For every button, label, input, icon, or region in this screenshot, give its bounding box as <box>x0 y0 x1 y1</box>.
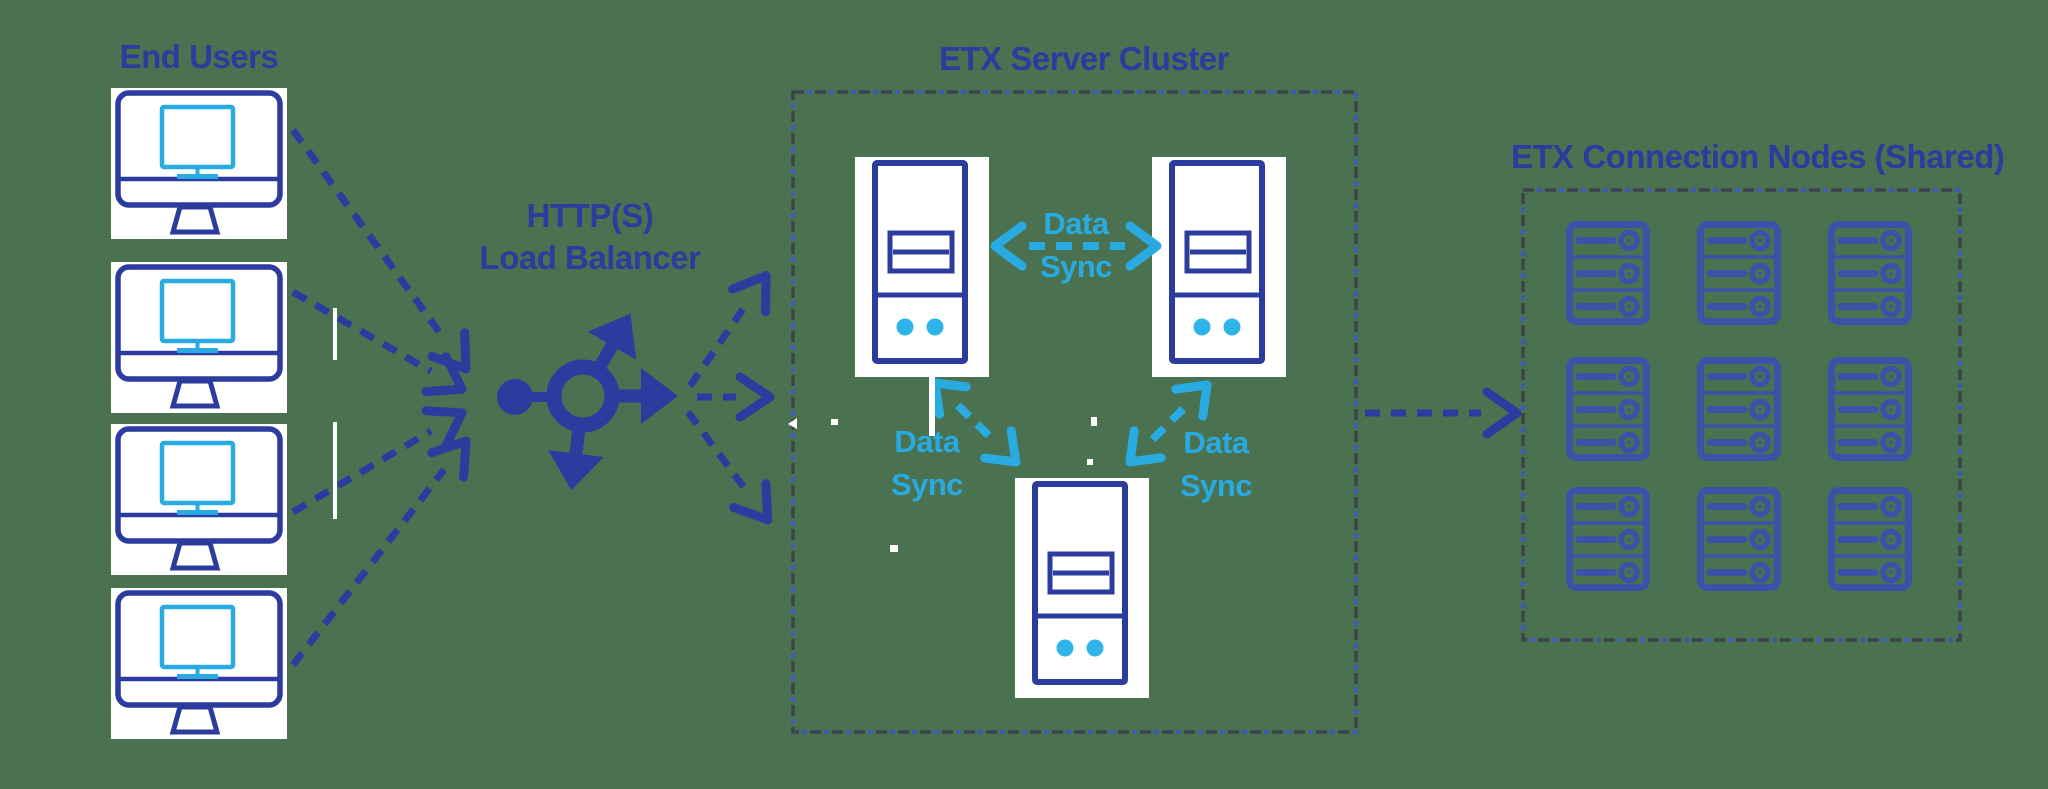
desktop-monitor-icon <box>111 424 287 575</box>
rack-server-icon <box>1701 361 1778 458</box>
tower-server-icon <box>855 157 989 377</box>
data-sync-arrows <box>930 221 1212 467</box>
cluster-to-nodes-arrow <box>1365 387 1522 439</box>
end-user-monitors <box>111 88 287 739</box>
load-balancer-title-line1: HTTP(S) <box>526 197 654 234</box>
data-sync-top-line1: Data <box>1043 206 1109 241</box>
load-balancer-arrows-icon <box>497 313 678 491</box>
tower-server-icon <box>1015 478 1149 698</box>
tower-server-icon <box>1152 157 1286 377</box>
rack-server-icon <box>1701 225 1778 322</box>
server-cluster-title: ETX Server Cluster <box>939 40 1229 77</box>
data-sync-right-line2: Sync <box>1179 468 1253 503</box>
user-to-lb-arrows <box>290 127 471 668</box>
data-sync-right-line1: Data <box>1183 425 1249 460</box>
rack-server-icon <box>1832 225 1909 322</box>
data-sync-label-left: Data Sync <box>847 420 1007 506</box>
data-sync-top-line2: Sync <box>1039 249 1113 284</box>
rack-server-icon <box>1701 491 1778 588</box>
connection-nodes-title: ETX Connection Nodes (Shared) <box>1511 138 2005 175</box>
rack-server-icon <box>1570 225 1647 322</box>
white-artifacts <box>333 308 1097 552</box>
desktop-monitor-icon <box>111 588 287 739</box>
data-sync-left-line1: Data <box>894 424 960 459</box>
connection-nodes-box <box>1521 188 1962 642</box>
end-users-title: End Users <box>119 38 279 75</box>
data-sync-label-top: Data Sync <box>996 202 1156 288</box>
lb-to-cluster-arrows <box>685 271 775 525</box>
load-balancer-title: HTTP(S) Load Balancer <box>440 195 740 279</box>
rack-server-icon <box>1570 361 1647 458</box>
rack-server-icon <box>1570 491 1647 588</box>
desktop-monitor-icon <box>111 88 287 239</box>
connection-node-grid <box>1570 225 1909 588</box>
server-cluster-box <box>791 90 1358 734</box>
load-balancer-title-line2: Load Balancer <box>479 239 701 276</box>
rack-server-icon <box>1832 491 1909 588</box>
data-sync-label-right: Data Sync <box>1136 421 1296 507</box>
desktop-monitor-icon <box>111 262 287 413</box>
data-sync-left-line2: Sync <box>890 467 964 502</box>
rack-server-icon <box>1832 361 1909 458</box>
